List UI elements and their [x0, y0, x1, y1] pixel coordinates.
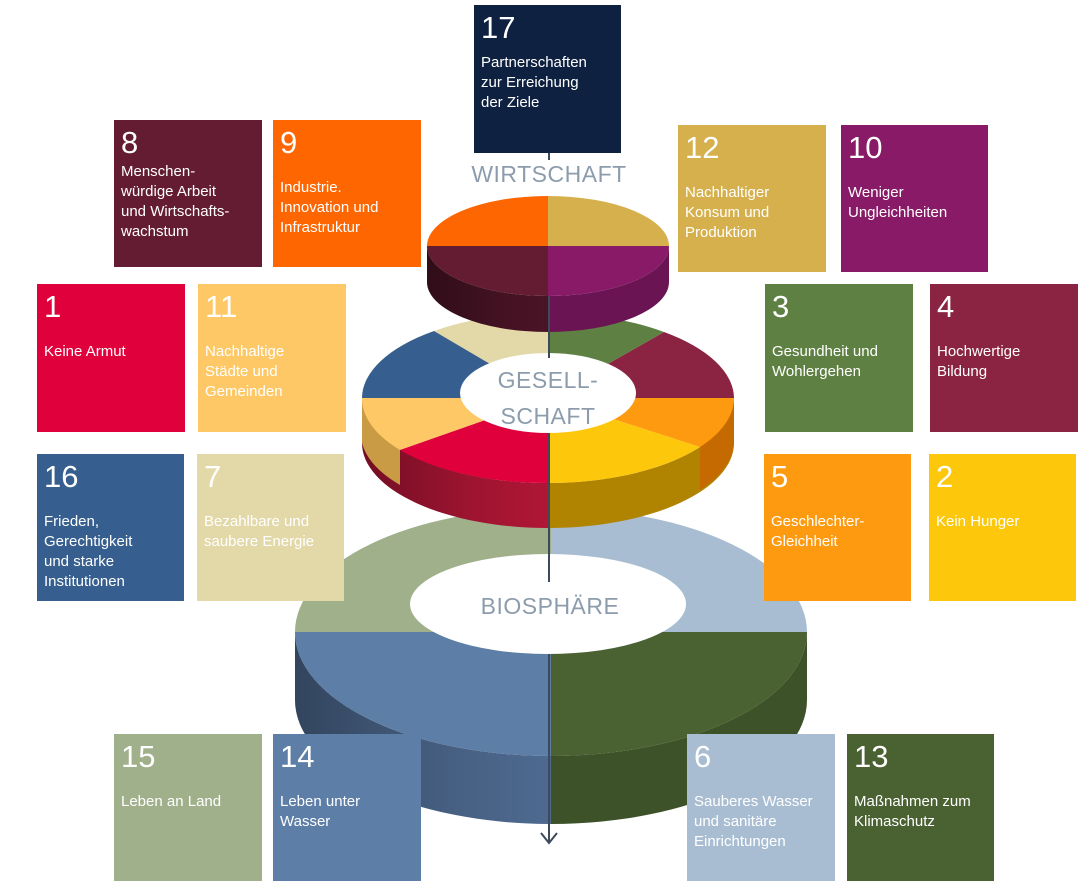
goal-label: Nachhaltiger Konsum und Produktion — [685, 184, 770, 241]
goal-number: 1 — [44, 289, 62, 324]
layer-label-gesellschaft: GESELL- SCHAFT — [497, 367, 599, 429]
goal-number: 8 — [121, 125, 139, 160]
biosphere-segment-13 — [551, 632, 807, 756]
goal-label: Hochwertige Bildung — [937, 343, 1021, 380]
society-side-right-accent — [700, 398, 734, 490]
economy-side-right — [548, 246, 669, 332]
biosphere-segment-14 — [295, 632, 551, 756]
economy-layer — [427, 196, 669, 332]
arrow-head — [540, 832, 558, 845]
society-side-right — [548, 398, 734, 528]
goal-number: 12 — [685, 130, 720, 165]
goal-number: 15 — [121, 739, 156, 774]
goal-number: 3 — [772, 289, 790, 324]
goal-label: Gesundheit und Wohlergehen — [772, 343, 878, 380]
goal-label: Leben unter Wasser — [280, 793, 361, 830]
goal-label: Leben an Land — [121, 793, 222, 810]
goal-number: 4 — [937, 289, 955, 324]
goal-label: Kein Hunger — [936, 513, 1020, 530]
goal-label: Sauberes Wasser und sanitäre Einrichtung… — [694, 793, 813, 850]
society-label-ellipse — [460, 353, 636, 433]
goal-label: Weniger Ungleichheiten — [848, 184, 948, 221]
goal-label: Nachhaltige Städte und Gemeinden — [205, 343, 285, 400]
economy-segment-9 — [427, 196, 548, 246]
goal-number: 17 — [481, 10, 516, 45]
goal-number: 5 — [771, 459, 789, 494]
center-axis-arrow — [540, 152, 558, 845]
biosphere-label-ellipse — [410, 554, 686, 654]
economy-segment-12 — [548, 196, 669, 246]
goal-number: 9 — [280, 125, 298, 160]
goal-label: Bezahlbare und saubere Energie — [204, 513, 315, 550]
economy-segment-8 — [427, 246, 548, 296]
goal-label: Menschen- würdige Arbeit und Wirtschafts… — [121, 163, 230, 240]
layer-label-biosphaere: BIOSPHÄRE — [480, 593, 620, 619]
goal-number: 2 — [936, 459, 954, 494]
goal-label: Keine Armut — [44, 343, 126, 360]
goal-label: Geschlechter- Gleichheit — [771, 513, 865, 550]
goal-label: Partnerschaften zur Erreichung der Ziele — [481, 54, 587, 111]
goal-number: 10 — [848, 130, 883, 165]
goal-label: Maßnahmen zum Klimaschutz — [854, 793, 971, 830]
layer-label-wirtschaft: WIRTSCHAFT — [471, 161, 627, 187]
goal-number: 11 — [205, 289, 238, 324]
society-layer — [361, 313, 734, 528]
goal-number: 6 — [694, 739, 712, 774]
goal-number: 14 — [280, 739, 315, 774]
goal-label: Industrie. Innovation und Infrastruktur — [280, 179, 379, 236]
goal-number: 13 — [854, 739, 889, 774]
goal-number: 16 — [44, 459, 79, 494]
goal-label: Frieden, Gerechtigkeit und starke Instit… — [44, 513, 133, 590]
economy-segment-10 — [548, 246, 669, 296]
goal-number: 7 — [204, 459, 222, 494]
